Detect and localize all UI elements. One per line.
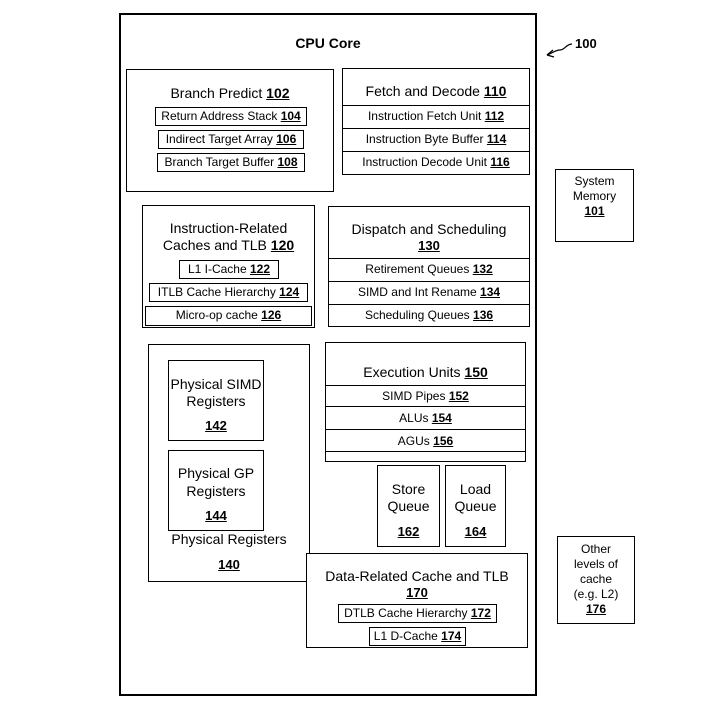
instruction-caches-title-line1: Instruction-Related — [169, 220, 288, 236]
scheduling-queues: Scheduling Queues 136 — [329, 304, 529, 326]
load-queue-line1: Load — [459, 481, 492, 497]
physical-registers-title: Physical Registers — [171, 531, 287, 547]
branch-predict-box: Branch Predict 102 Return Address Stack … — [126, 69, 334, 192]
system-memory-label-line1: System — [574, 174, 615, 188]
system-memory-box: System Memory 101 — [555, 169, 634, 242]
system-memory-label-line2: Memory — [572, 189, 617, 203]
micro-op-cache: Micro-op cache 126 — [145, 306, 312, 326]
load-queue-box: Load Queue 164 — [445, 465, 506, 547]
agus: AGUs 156 — [326, 429, 525, 452]
other-cache-box: Other levels of cache (e.g. L2) 176 — [557, 536, 635, 624]
simd-int-rename: SIMD and Int Rename 134 — [329, 281, 529, 304]
physical-simd-registers-box: Physical SIMD Registers 142 — [168, 360, 264, 441]
branch-predict-title: Branch Predict 102 — [170, 85, 290, 101]
data-cache-title: Data-Related Cache and TLB — [325, 568, 509, 584]
physical-gp-registers-number: 144 — [205, 508, 227, 523]
dispatch-scheduling-title: Dispatch and Scheduling — [351, 221, 507, 237]
dtlb-cache-hierarchy: DTLB Cache Hierarchy 172 — [338, 604, 497, 623]
itlb-cache-hierarchy: ITLB Cache Hierarchy 124 — [149, 283, 308, 302]
physical-simd-registers-line1: Physical SIMD — [170, 376, 262, 392]
physical-gp-registers-box: Physical GP Registers 144 — [168, 450, 264, 531]
load-queue-number: 164 — [464, 524, 487, 539]
simd-pipes: SIMD Pipes 152 — [326, 385, 525, 406]
dispatch-scheduling-box: Dispatch and Scheduling 130 Retirement Q… — [328, 206, 530, 327]
other-cache-label-line4: (e.g. L2) — [573, 587, 619, 601]
system-memory-number: 101 — [584, 204, 605, 218]
l1-icache: L1 I-Cache 122 — [179, 260, 279, 279]
cpu-core-title: CPU Core — [295, 35, 361, 51]
fetch-decode-box: Fetch and Decode 110 Instruction Fetch U… — [342, 68, 530, 175]
instruction-caches-title-line2: Caches and TLB 120 — [162, 237, 295, 253]
load-queue-line2: Queue — [454, 498, 497, 514]
figure-reference-number: 100 — [575, 36, 597, 51]
physical-simd-registers-line2: Registers — [186, 393, 246, 409]
execution-units-title: Execution Units 150 — [363, 364, 488, 380]
physical-registers-number: 140 — [218, 557, 240, 572]
physical-registers-box: Physical SIMD Registers 142 Physical GP … — [148, 344, 310, 582]
branch-target-buffer: Branch Target Buffer 108 — [157, 153, 305, 172]
alus: ALUs 154 — [326, 406, 525, 429]
data-cache-number: 170 — [406, 585, 428, 600]
other-cache-number: 176 — [585, 602, 607, 616]
other-cache-label-line2: levels of — [573, 557, 619, 571]
store-queue-line1: Store — [391, 481, 426, 497]
fetch-decode-title: Fetch and Decode 110 — [365, 83, 507, 99]
physical-gp-registers-line2: Registers — [186, 483, 246, 499]
data-cache-box: Data-Related Cache and TLB 170 DTLB Cach… — [306, 553, 528, 648]
store-queue-line2: Queue — [387, 498, 430, 514]
instruction-byte-buffer: Instruction Byte Buffer 114 — [343, 128, 529, 151]
other-cache-label-line3: cache — [579, 572, 613, 586]
other-cache-label-line1: Other — [580, 542, 611, 556]
physical-gp-registers-line1: Physical GP — [177, 465, 255, 481]
execution-units-box: Execution Units 150 SIMD Pipes 152 ALUs … — [325, 342, 526, 462]
indirect-target-array: Indirect Target Array 106 — [158, 130, 304, 149]
l1-dcache: L1 D-Cache 174 — [369, 627, 466, 646]
instruction-fetch-unit: Instruction Fetch Unit 112 — [343, 105, 529, 128]
retirement-queues: Retirement Queues 132 — [329, 258, 529, 281]
physical-simd-registers-number: 142 — [205, 418, 227, 433]
instruction-caches-box: Instruction-Related Caches and TLB 120 L… — [142, 205, 315, 328]
store-queue-box: Store Queue 162 — [377, 465, 440, 547]
store-queue-number: 162 — [397, 524, 420, 539]
instruction-decode-unit: Instruction Decode Unit 116 — [343, 151, 529, 174]
dispatch-scheduling-number: 130 — [418, 238, 440, 253]
return-address-stack: Return Address Stack 104 — [155, 107, 307, 126]
